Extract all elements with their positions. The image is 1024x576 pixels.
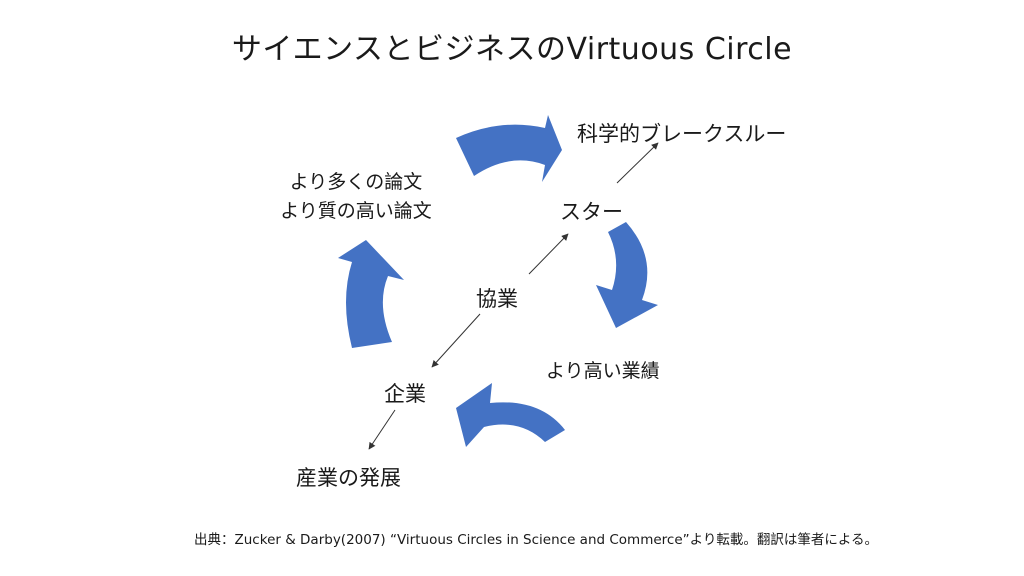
node-papers-line2: より質の高い論文 <box>280 200 432 222</box>
node-breakthrough: 科学的ブレークスルー <box>577 122 787 146</box>
node-papers: より多くの論文 より質の高い論文 <box>266 168 446 226</box>
connector-collaboration-to-star <box>528 233 569 275</box>
node-papers-line1: より多くの論文 <box>289 171 423 193</box>
node-industry: 産業の発展 <box>296 466 401 490</box>
node-star: スター <box>560 200 623 224</box>
node-performance: より高い業績 <box>546 360 660 382</box>
cycle-arrow-top <box>456 115 562 182</box>
connector-collaboration-to-company <box>431 313 481 368</box>
node-company: 企業 <box>384 382 426 406</box>
connector-company-to-industry <box>368 409 396 450</box>
diagram-title: サイエンスとビジネスのVirtuous Circle <box>231 32 793 67</box>
cycle-arrow-left <box>338 240 404 348</box>
connector-star-to-breakthrough <box>616 142 659 184</box>
cycle-arrow-right <box>596 222 658 328</box>
source-citation: 出典：Zucker & Darby(2007) “Virtuous Circle… <box>194 532 878 548</box>
cycle-arrow-bottom <box>456 383 565 447</box>
node-collaboration: 協業 <box>476 287 518 311</box>
